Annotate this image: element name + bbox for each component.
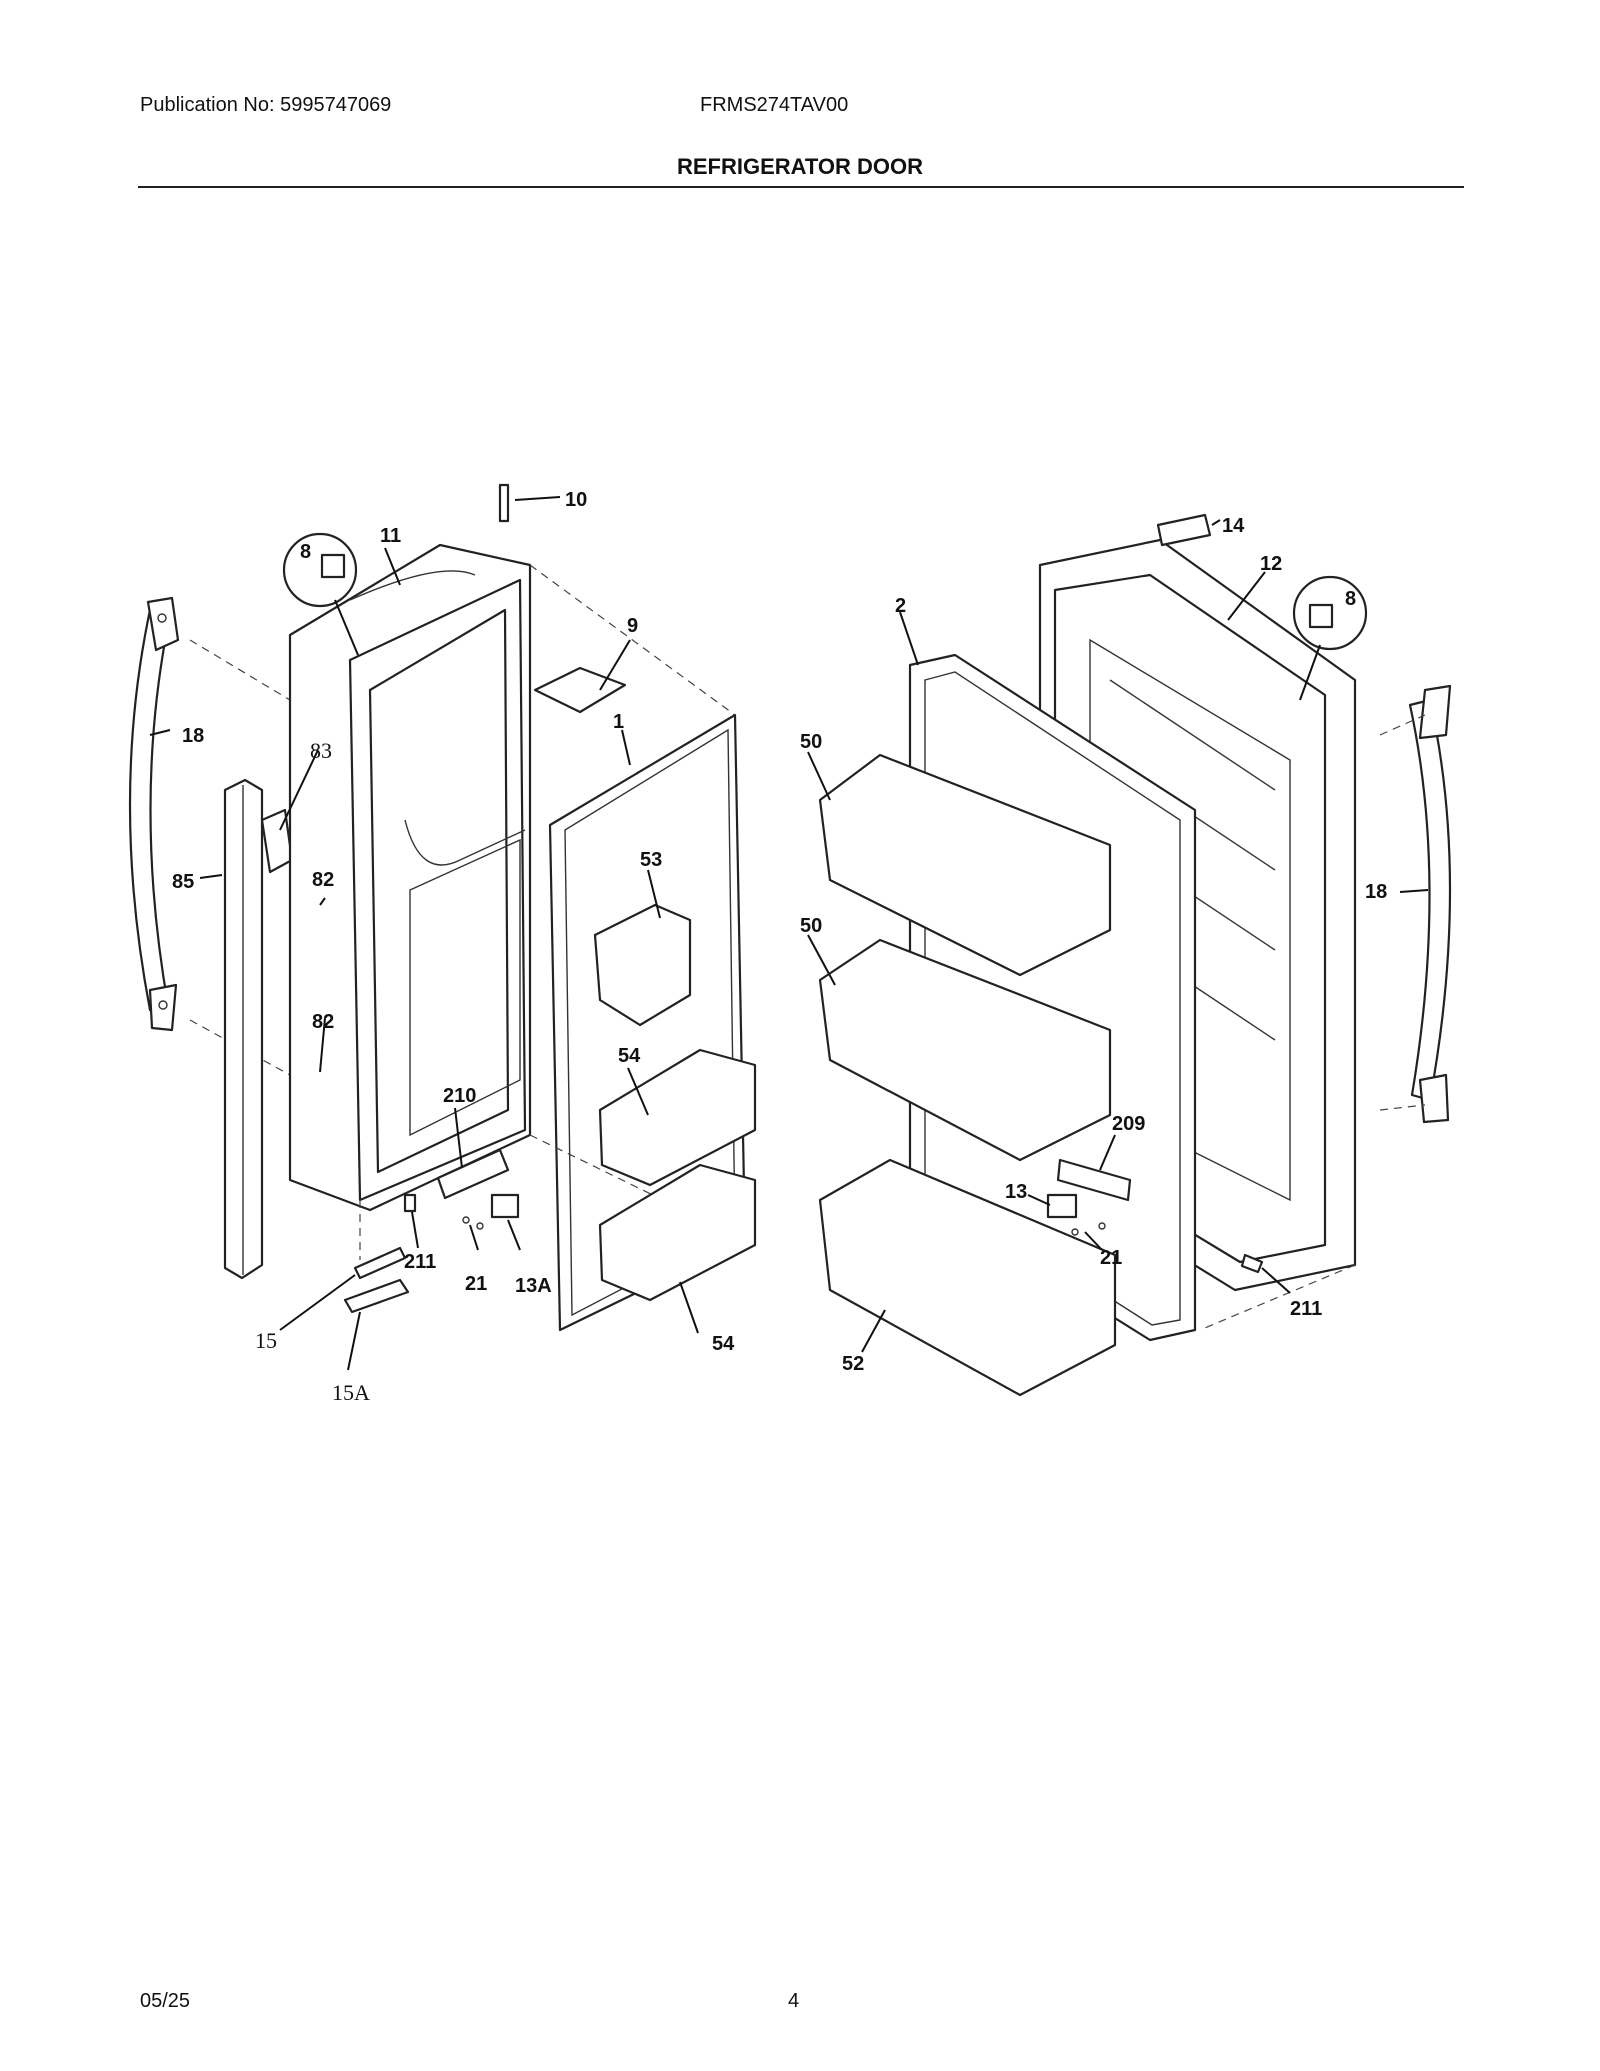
stopper-211: [403, 1193, 417, 1213]
cap-8-icon-left: [320, 553, 346, 579]
page-title: REFRIGERATOR DOOR: [676, 154, 924, 179]
freezer-door: [288, 543, 532, 1212]
callout-50-upper: 50: [800, 731, 822, 753]
callout-15A: 15A: [332, 1380, 370, 1405]
callout-54-upper: 54: [618, 1045, 641, 1067]
callout-50-lower: 50: [800, 915, 822, 937]
callout-18-left: 18: [182, 725, 204, 747]
callout-8-right: 8: [1345, 588, 1356, 610]
model-number: FRMS274TAV00: [700, 94, 849, 116]
callout-211-right: 211: [1290, 1298, 1322, 1320]
callout-54-lower: 54: [712, 1333, 735, 1355]
callout-83: 83: [310, 738, 332, 763]
hinge-13: [1046, 1193, 1078, 1219]
callout-53: 53: [640, 849, 662, 871]
callout-21-left: 21: [465, 1273, 487, 1295]
bracket-83: [260, 808, 294, 874]
cap-8-icon-right: [1308, 603, 1334, 629]
callout-10: 10: [565, 489, 587, 511]
ice-tray-9: [533, 666, 627, 714]
footer-date: 05/25: [140, 1990, 191, 2012]
callout-82-upper: 82: [312, 869, 334, 891]
handle-left: [128, 596, 180, 1032]
callout-15: 15: [255, 1328, 277, 1353]
trim-strip-85: [223, 778, 264, 1280]
hinge-13A: [490, 1193, 520, 1219]
callout-11: 11: [380, 525, 401, 547]
callout-1: 1: [613, 711, 624, 733]
callout-12: 12: [1260, 553, 1282, 575]
callout-8-left: 8: [300, 541, 311, 563]
page-number: 4: [788, 1990, 800, 2012]
cover-15: [353, 1246, 407, 1280]
callout-9: 9: [627, 615, 638, 637]
bin-54-lower: [598, 1163, 757, 1302]
callout-82-lower: 82: [312, 1011, 334, 1033]
callout-14: 14: [1222, 515, 1245, 537]
callout-85: 85: [172, 871, 194, 893]
bin-54-upper: [598, 1048, 757, 1187]
hinge-210: [436, 1148, 510, 1200]
bin-52: [818, 1158, 1117, 1397]
publication-number: Publication No: 5995747069: [140, 94, 392, 116]
hinge-209: [1056, 1158, 1132, 1202]
bin-53: [593, 903, 692, 1027]
callout-2: 2: [895, 595, 906, 617]
callout-210: 210: [443, 1085, 476, 1107]
bin-50-upper: [818, 753, 1112, 977]
stopper-211-right: [1240, 1253, 1264, 1274]
pin-10: [498, 483, 510, 523]
callout-13A: 13A: [515, 1275, 552, 1297]
header-divider: [138, 186, 1464, 188]
bin-50-lower: [818, 938, 1112, 1162]
cap-8-bubble-left: [282, 532, 358, 608]
callout-21-right: 21: [1100, 1247, 1122, 1269]
handle-right: [1408, 684, 1452, 1124]
callout-209: 209: [1112, 1113, 1145, 1135]
callout-18-right: 18: [1365, 881, 1387, 903]
cover-15A: [343, 1278, 410, 1314]
callout-211-left: 211: [404, 1251, 436, 1273]
label-14: [1156, 513, 1212, 547]
callout-13: 13: [1005, 1181, 1027, 1203]
callout-52: 52: [842, 1353, 864, 1375]
